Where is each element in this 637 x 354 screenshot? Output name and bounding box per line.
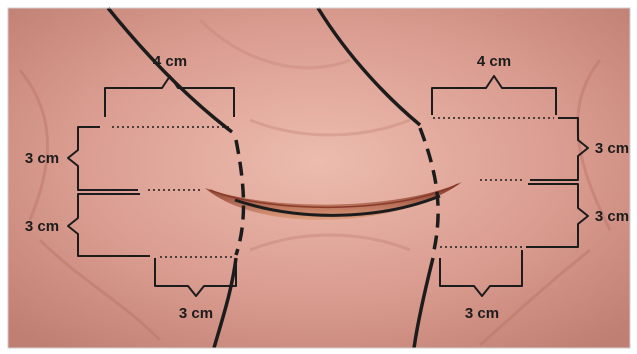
label-top-left: 4 cm xyxy=(153,53,187,70)
label-bottom-left: 3 cm xyxy=(179,305,213,322)
label-bottom-right: 3 cm xyxy=(465,305,499,322)
skin-background xyxy=(8,8,630,348)
label-top-right: 4 cm xyxy=(477,53,511,70)
label-left-lower: 3 cm xyxy=(25,218,59,235)
label-right-upper: 3 cm xyxy=(595,140,629,157)
label-right-lower: 3 cm xyxy=(595,208,629,225)
label-left-upper: 3 cm xyxy=(25,150,59,167)
